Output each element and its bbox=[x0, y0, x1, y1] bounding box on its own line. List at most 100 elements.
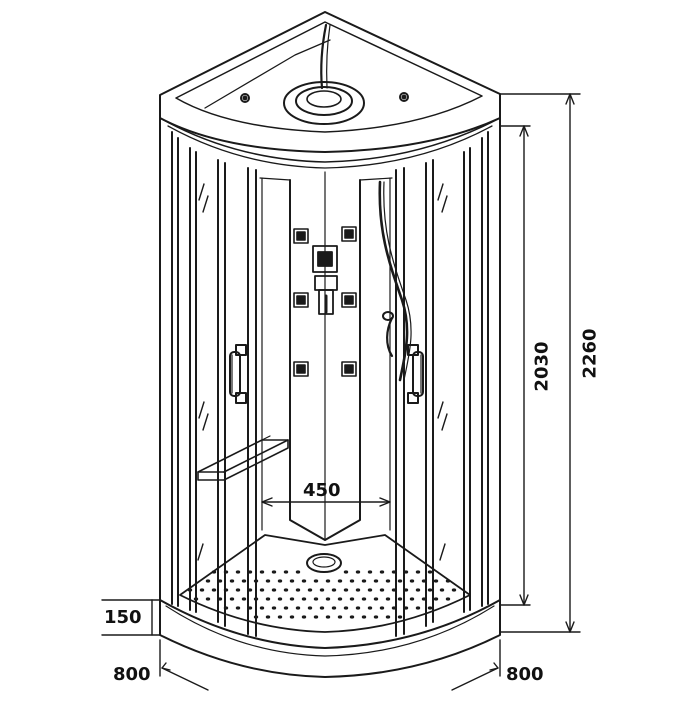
tray-dot bbox=[397, 597, 403, 601]
tray-dot bbox=[391, 570, 397, 574]
tray-dot bbox=[217, 597, 223, 601]
tray-dot bbox=[265, 579, 271, 583]
tray-dot bbox=[289, 615, 295, 619]
tray-dot bbox=[241, 597, 247, 601]
height-2030-line bbox=[499, 125, 531, 606]
tray-dot bbox=[427, 570, 433, 574]
tray-dot bbox=[409, 597, 415, 601]
cabin-height-label: 2030 bbox=[531, 341, 553, 392]
tray-dot bbox=[403, 588, 409, 592]
tray-anti-slip-dots bbox=[187, 570, 457, 619]
tray-dot bbox=[211, 588, 217, 592]
tray-dot bbox=[253, 615, 259, 619]
tray-dot bbox=[283, 588, 289, 592]
tray-dot bbox=[373, 597, 379, 601]
tray-dot bbox=[301, 615, 307, 619]
drain-icon bbox=[306, 553, 342, 573]
tray-dot bbox=[331, 606, 337, 610]
tray-dot bbox=[385, 615, 391, 619]
tray-dot bbox=[385, 597, 391, 601]
tray-dot bbox=[313, 615, 319, 619]
tray-dot bbox=[325, 579, 331, 583]
tray-dot bbox=[349, 597, 355, 601]
tray-dot bbox=[187, 588, 193, 592]
tray-dot bbox=[247, 606, 253, 610]
tray-dot bbox=[313, 579, 319, 583]
tray-dot bbox=[247, 570, 253, 574]
tray-dot bbox=[421, 597, 427, 601]
tray-dot bbox=[355, 606, 361, 610]
tray-dot bbox=[439, 588, 445, 592]
tray-dot bbox=[427, 606, 433, 610]
tray-dot bbox=[343, 606, 349, 610]
tray-dot bbox=[277, 615, 283, 619]
tray-dot bbox=[217, 579, 223, 583]
tray-dot bbox=[373, 615, 379, 619]
tray-dot bbox=[295, 570, 301, 574]
tray-dot bbox=[289, 597, 295, 601]
tray-dot bbox=[289, 579, 295, 583]
tray-150-line bbox=[101, 599, 161, 636]
tray-dot bbox=[235, 588, 241, 592]
left-frame bbox=[159, 117, 197, 613]
tray-dot bbox=[325, 597, 331, 601]
tray-dot bbox=[229, 579, 235, 583]
tray-dot bbox=[361, 579, 367, 583]
tray-dot bbox=[271, 588, 277, 592]
tray-dot bbox=[445, 579, 451, 583]
roof-light-left-icon bbox=[240, 93, 250, 103]
tray-dot bbox=[301, 579, 307, 583]
width-800-left-line bbox=[159, 639, 209, 691]
width-450-line bbox=[261, 497, 391, 507]
tray-dot bbox=[271, 606, 277, 610]
back-panel bbox=[259, 171, 393, 541]
tray-dot bbox=[409, 579, 415, 583]
tray-dot bbox=[283, 570, 289, 574]
tray-dot bbox=[367, 588, 373, 592]
tray-dot bbox=[397, 579, 403, 583]
roof-panel bbox=[159, 11, 501, 169]
tray-dot bbox=[235, 606, 241, 610]
tray-dot bbox=[229, 597, 235, 601]
tray-dot bbox=[223, 570, 229, 574]
tray-dot bbox=[445, 597, 451, 601]
tray-dot bbox=[337, 597, 343, 601]
tray-dot bbox=[265, 615, 271, 619]
tray-dot bbox=[295, 606, 301, 610]
tray-dot bbox=[415, 606, 421, 610]
tray-dot bbox=[433, 597, 439, 601]
tray-dot bbox=[337, 615, 343, 619]
tray-dot bbox=[355, 588, 361, 592]
right-frame bbox=[463, 117, 501, 613]
tray-dot bbox=[283, 606, 289, 610]
tray-dot bbox=[325, 615, 331, 619]
tray-dot bbox=[349, 615, 355, 619]
tray-dot bbox=[451, 588, 457, 592]
tray-dot bbox=[319, 606, 325, 610]
tray-dot bbox=[319, 588, 325, 592]
tray-dot bbox=[427, 588, 433, 592]
tray-dot bbox=[343, 570, 349, 574]
tray-dot bbox=[205, 579, 211, 583]
tray-dot bbox=[403, 606, 409, 610]
left-door-handle[interactable] bbox=[229, 344, 247, 404]
tray-dot bbox=[361, 615, 367, 619]
tray-dot bbox=[313, 597, 319, 601]
tray-dot bbox=[385, 579, 391, 583]
tray-dot bbox=[199, 588, 205, 592]
tray-dot bbox=[361, 597, 367, 601]
width-left-label: 800 bbox=[113, 664, 151, 685]
right-door-handle[interactable] bbox=[407, 344, 424, 404]
inner-width-label: 450 bbox=[303, 480, 341, 501]
tray-height-label: 150 bbox=[104, 607, 142, 628]
tray-dot bbox=[415, 570, 421, 574]
tray-dot bbox=[253, 597, 259, 601]
tray-dot bbox=[421, 579, 427, 583]
tray-dot bbox=[391, 606, 397, 610]
tray-dot bbox=[301, 597, 307, 601]
tray-dot bbox=[259, 588, 265, 592]
right-door-frame bbox=[395, 159, 434, 637]
tray-dot bbox=[331, 588, 337, 592]
tray-dot bbox=[343, 588, 349, 592]
